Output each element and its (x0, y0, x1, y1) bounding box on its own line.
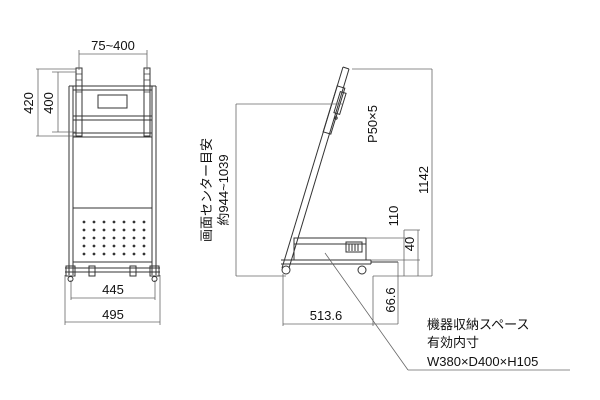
storage-note-title: 機器収納スペース (427, 317, 529, 332)
dim-height-420: 420 (21, 92, 36, 114)
dim-shelf-height: 110 (386, 206, 401, 227)
front-view (65, 67, 160, 282)
side-dimensions (235, 68, 570, 371)
dim-height-400: 400 (41, 92, 56, 114)
dim-total-height: 1142 (416, 166, 431, 194)
side-view (281, 66, 398, 275)
storage-note-dimensions: W380×D400×H105 (427, 354, 538, 369)
dim-shelf-lower: 40 (402, 237, 417, 251)
front-perforation (82, 220, 146, 256)
front-dimensions (36, 50, 161, 325)
dim-width-range: 75~400 (91, 38, 135, 53)
dim-overall-width: 495 (102, 307, 124, 322)
vesa-pitch-label: P50×5 (365, 105, 380, 143)
storage-note-subtitle: 有効内寸 (427, 335, 479, 350)
dim-depth: 513.6 (310, 308, 343, 323)
screen-center-label: 画面センター目安 (199, 138, 214, 242)
dim-caster-offset: 66.6 (383, 287, 398, 312)
screen-center-range: 約944~1039 (216, 154, 231, 225)
dim-caster-span: 445 (102, 282, 124, 297)
